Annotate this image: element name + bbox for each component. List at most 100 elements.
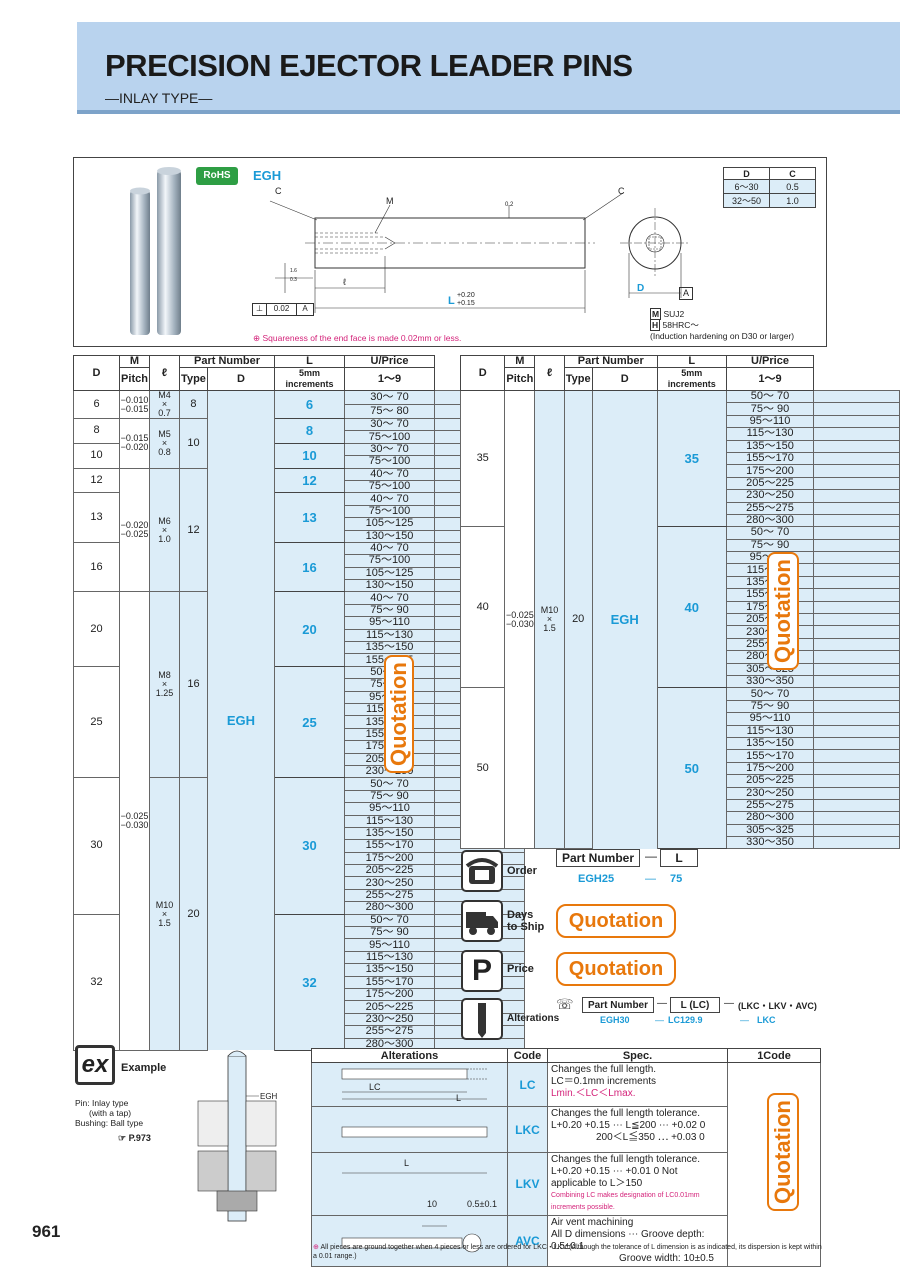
table-row: 205～225 [461,774,900,788]
price-cell [813,501,900,515]
d-value: 30 [274,777,345,915]
ell-value: 16 [179,591,208,779]
length-range: 205～225 [725,476,815,491]
table-row: 95～110 [74,938,525,952]
type-label: EGH [253,168,282,183]
table-row: 255～275 [461,798,900,813]
d-label: 8 [73,418,120,444]
alt-lc-header: L (LC) [670,997,720,1013]
hardness-h-icon: H [650,319,661,331]
length-range: 75～ 90 [344,925,435,940]
length-range: 175～200 [725,761,815,776]
order-dash-2: — [645,873,656,885]
ell-value: 8 [179,390,208,419]
length-range: 50～ 70 [344,913,435,928]
alt-lkc-dim-label: L [404,1158,410,1168]
length-range: 95～110 [344,938,435,952]
label-ell: ℓ [343,277,346,287]
price-cell [813,836,900,850]
label-L-plus: +0.20 [457,292,475,299]
header-incr: 5mm increments [656,367,727,391]
length-range: 75～ 90 [725,699,815,714]
table-row: 175～200 [461,464,900,478]
header-L: L [656,355,727,368]
table-row: 255～275 [461,501,900,515]
price-cell [813,526,900,540]
tolerance-frame: ⊥ 0.02 A [252,303,314,316]
length-range: 330～350 [725,674,815,689]
header-incr: 5mm increments [274,367,345,391]
d-value: 35 [656,389,727,528]
length-range: 305～325 [725,823,815,838]
example-description: Pin: Inlay type (with a tap) Bushing: Ba… [75,1098,144,1128]
alt-code-lkv: LKV [507,1152,548,1216]
length-range: 75～100 [344,430,435,444]
d-value: 12 [274,467,345,494]
pins-photo [130,167,181,335]
length-range: 255～275 [725,798,815,813]
d-value: 6 [274,390,345,419]
price-cell [813,724,900,738]
price-cell [813,538,900,553]
label-m: M [386,196,394,206]
alt-avc-dim-label: 10 [427,1199,438,1209]
d-label: 20 [73,591,120,667]
length-range: 135～150 [725,439,815,453]
table-row: 75～ 90 [461,538,900,553]
length-range: 75～100 [344,455,435,469]
price-cell [813,774,900,788]
length-range: 135～150 [344,826,435,841]
length-range: 205～225 [344,1000,435,1014]
header-pitch: Pitch [119,367,150,391]
header-pn: Part Number [179,355,275,368]
alterations-phone-icon: ☏ [556,996,574,1012]
price-p-icon: P [461,950,503,992]
price-cell [813,823,900,838]
alt-dash-3: — [655,1015,664,1025]
length-range: 330～350 [725,836,815,850]
m-pitch: M8 × 1.25 [149,591,180,779]
length-range: 255～275 [725,501,815,515]
d-tolerance: −0.015 −0.020 [119,418,150,469]
header-pn: Part Number [563,355,658,368]
length-range: 75～ 90 [344,789,435,804]
alt-avc-dim2-label: 0.5±0.1 [467,1199,497,1209]
ell-value: 12 [179,467,208,593]
d-tolerance: −0.010 −0.015 [119,390,150,419]
table-row: 135～150 [461,736,900,751]
header-pitch: Pitch [504,367,536,391]
length-range: 255～275 [344,1025,435,1039]
m-pitch: M4 × 0.7 [149,390,180,419]
header-up: U/Price [725,355,815,368]
alterations-label: Alterations [507,1013,560,1024]
length-range: 155～170 [344,839,435,853]
d-value: 40 [656,526,727,689]
length-range: 280～300 [344,901,435,915]
length-range: 50～ 70 [725,526,815,540]
price-cell [813,736,900,751]
note-icon: ⊕ [253,333,263,343]
m-pitch: M6 × 1.0 [149,467,180,593]
length-range: 230～250 [344,876,435,890]
d-value: 10 [274,442,345,469]
label-D: D [637,283,645,294]
length-range: 40～ 70 [344,492,435,506]
length-range: 115～130 [344,950,435,965]
length-range: 205～225 [344,864,435,878]
header-band [77,22,900,114]
header-type: Type [179,367,208,391]
price-cell [813,489,900,503]
table-row: 280～300 [461,513,900,528]
alt-code-avc: AVC [507,1215,548,1267]
label-L-minus: +0.15 [457,300,475,307]
page-number: 961 [32,1222,61,1241]
length-range: 30～ 70 [344,442,435,457]
price-cell [813,575,900,590]
example-drawing [197,1050,277,1222]
length-range: 130～150 [344,529,435,543]
